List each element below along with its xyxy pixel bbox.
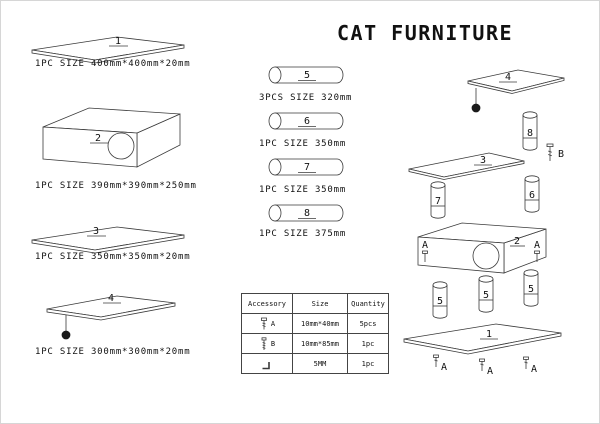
- part-number-label: 6: [304, 116, 310, 127]
- part-number-label: 5: [304, 70, 310, 81]
- table-row: B 10mm*85mm 1pc: [241, 333, 389, 354]
- part-number-label: 1: [115, 36, 121, 47]
- bolt-b-icon: [546, 143, 554, 147]
- assembly-label-4: 4: [505, 72, 511, 83]
- screw-a-icon: [523, 356, 529, 360]
- assembly-label-3: 3: [480, 155, 486, 166]
- assembly-label-8: 8: [527, 128, 533, 139]
- quantity-header: Quantity: [347, 293, 389, 314]
- accessory-label-cell: B: [241, 333, 293, 354]
- assembly-label-a: A: [422, 240, 428, 251]
- accessory-label: B: [270, 339, 276, 348]
- part-5-diagram: 5: [268, 66, 344, 84]
- part-6-caption: 1PC SIZE 350mm: [259, 139, 347, 149]
- part-3-diagram: 3: [31, 226, 185, 254]
- screw-icon: [260, 317, 267, 329]
- part-1-caption: 1PC SIZE 400mm*400mm*20mm: [35, 59, 191, 69]
- hole-circle: [107, 132, 135, 160]
- assembly-label-5: 5: [437, 296, 443, 307]
- toy-ball: [61, 330, 71, 340]
- table-row: 5MM 1pc: [241, 353, 389, 374]
- part-4-diagram: 4: [46, 293, 176, 340]
- assembly-label-b: B: [558, 149, 564, 160]
- screw-a-icon: [422, 250, 428, 254]
- accessory-label-cell: [241, 353, 293, 374]
- part-2-diagram: 2: [42, 107, 181, 168]
- assembly-label-a: A: [487, 366, 493, 377]
- size-header: Size: [292, 293, 348, 314]
- accessory-label-cell: A: [241, 313, 293, 334]
- table-row: A 10mm*40mm 5pcs: [241, 313, 389, 334]
- accessory-size: 10mm*40mm: [292, 313, 348, 334]
- accessory-qty: 5pcs: [347, 313, 389, 334]
- assembly-diagram: 4 8 B 3 7 6 2 A: [403, 69, 565, 377]
- screw-a-icon: [433, 354, 439, 358]
- assembly-label-7: 7: [435, 196, 441, 207]
- toy-ball: [471, 103, 481, 113]
- part-8-diagram: 8: [268, 204, 344, 222]
- accessory-size: 10mm*85mm: [292, 333, 348, 354]
- assembly-label-5: 5: [528, 284, 534, 295]
- accessory-qty: 1pc: [347, 353, 389, 374]
- assembly-label-a: A: [531, 364, 537, 375]
- assembly-label-1: 1: [486, 329, 492, 340]
- part-2-caption: 1PC SIZE 390mm*390mm*250mm: [35, 181, 197, 191]
- assembly-label-a: A: [441, 362, 447, 373]
- allen-key-icon: [262, 361, 270, 369]
- part-7-caption: 1PC SIZE 350mm: [259, 185, 347, 195]
- assembly-label-6: 6: [529, 190, 535, 201]
- part-number-label: 2: [95, 133, 101, 144]
- part-8-caption: 1PC SIZE 375mm: [259, 229, 347, 239]
- part-5-caption: 3PCS SIZE 320mm: [259, 93, 353, 103]
- screw-a-icon: [534, 250, 540, 254]
- assembly-label-5: 5: [483, 290, 489, 301]
- part-6-diagram: 6: [268, 112, 344, 130]
- part-3-caption: 1PC SIZE 350mm*350mm*20mm: [35, 252, 191, 262]
- page-title: CAT FURNITURE: [337, 21, 514, 45]
- accessory-size: 5MM: [292, 353, 348, 374]
- accessory-qty: 1pc: [347, 333, 389, 354]
- part-4-caption: 1PC SIZE 300mm*300mm*20mm: [35, 347, 191, 357]
- bolt-icon: [261, 336, 267, 350]
- assembly-label-2: 2: [514, 236, 520, 247]
- screw-a-icon: [479, 358, 485, 362]
- part-7-diagram: 7: [268, 158, 344, 176]
- accessory-label: A: [270, 319, 276, 328]
- part-1-diagram: 1: [31, 36, 185, 64]
- accessory-header: Accessory: [241, 293, 293, 314]
- part-number-label: 4: [108, 293, 114, 304]
- part-number-label: 7: [304, 162, 310, 173]
- part-number-label: 3: [93, 226, 99, 237]
- part-number-label: 8: [304, 208, 310, 219]
- accessory-table: Accessory Size Quantity A 10mm*40mm 5pcs: [241, 293, 389, 374]
- hole-circle: [472, 242, 500, 270]
- table-header-row: Accessory Size Quantity: [241, 293, 389, 314]
- assembly-label-a: A: [534, 240, 540, 251]
